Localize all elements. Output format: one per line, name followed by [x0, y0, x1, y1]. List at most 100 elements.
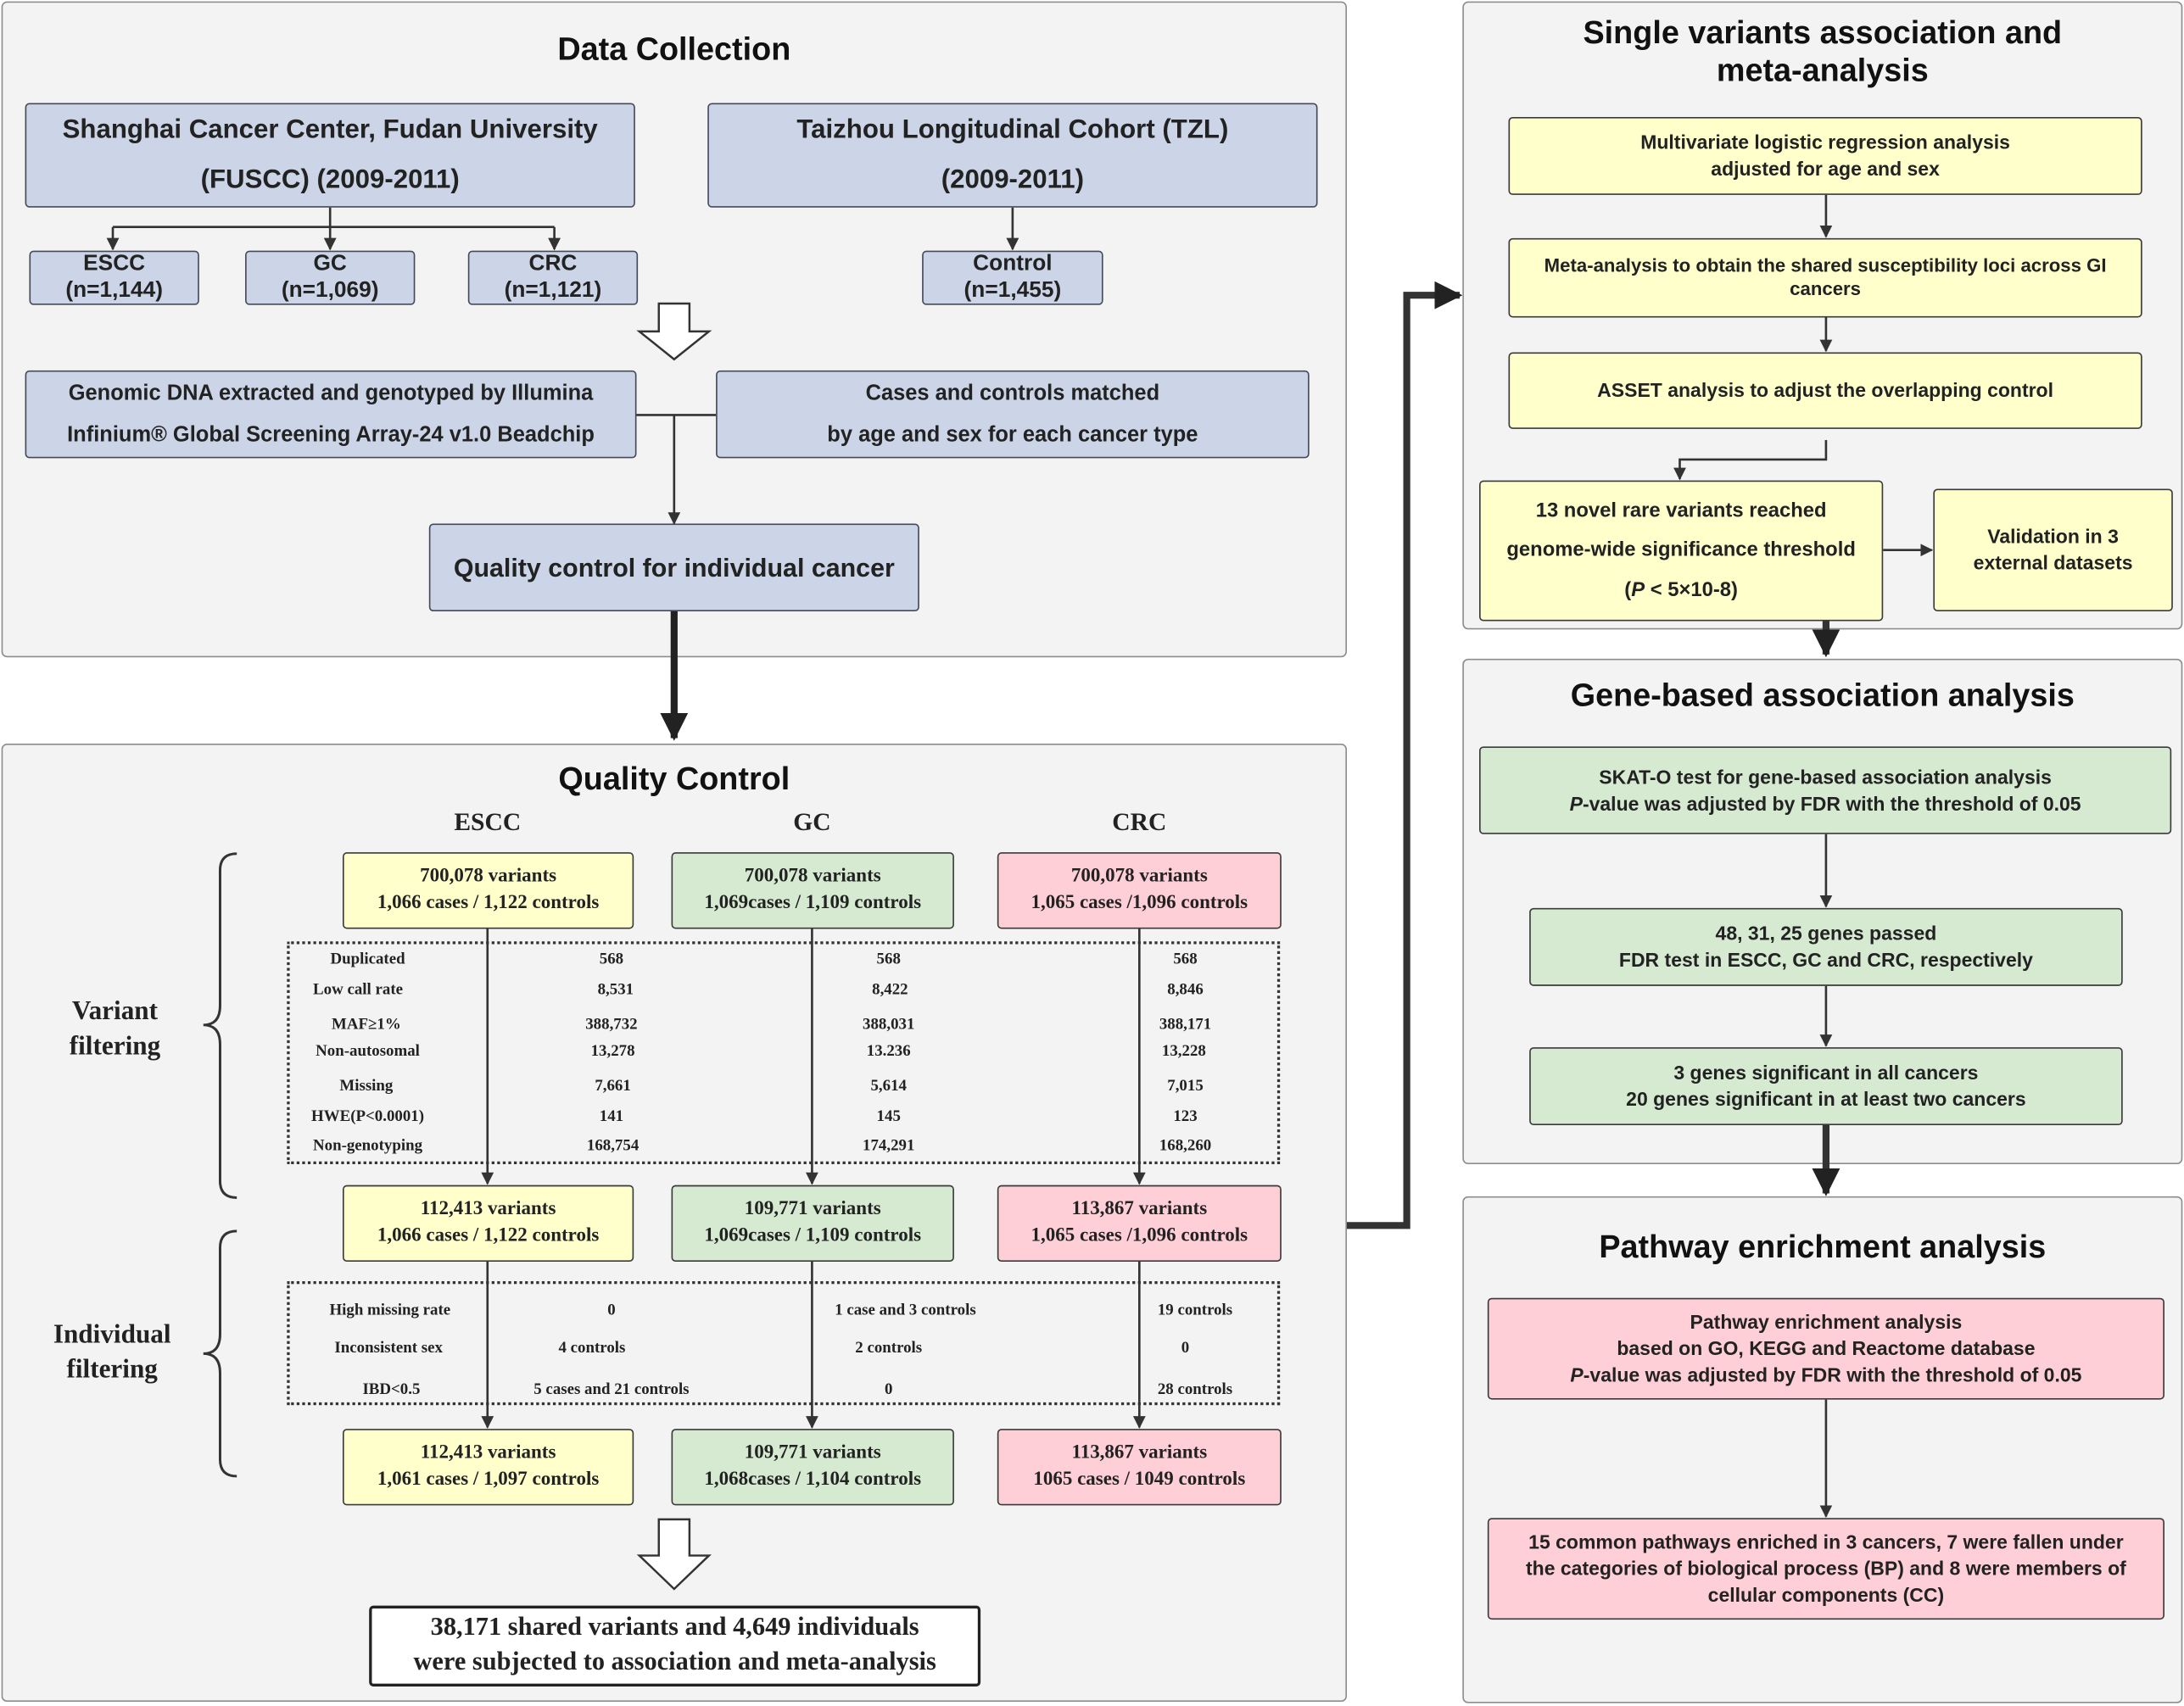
- summary-line2: were subjected to association and meta-a…: [413, 1648, 936, 1677]
- gc-name: GC: [313, 252, 347, 276]
- vf-value: 13,228: [1161, 1043, 1206, 1060]
- vf-value: 568: [876, 951, 901, 968]
- crc-start-variants: 700,078 variants: [1070, 865, 1208, 887]
- column-header-escc: ESCC: [454, 807, 522, 836]
- tzl-line1: Taizhou Longitudinal Cohort (TZL): [796, 115, 1229, 146]
- skat-line2: P-value was adjusted by FDR with the thr…: [1570, 790, 2081, 817]
- vf-label: HWE(P<0.0001): [311, 1108, 425, 1126]
- vf-value: 568: [1173, 951, 1198, 968]
- crc-middle-box: 113,867 variants 1,065 cases /1,096 cont…: [997, 1185, 1282, 1263]
- vf-value: 174,291: [863, 1137, 915, 1155]
- novel-line2: genome-wide significance threshold: [1506, 539, 1856, 562]
- individual-filtering-brace: [203, 1229, 237, 1478]
- vf-value: 7,015: [1167, 1078, 1204, 1095]
- crc-middle-variants: 113,867 variants: [1071, 1198, 1208, 1220]
- gc-sample-box: GC (n=1,069): [245, 250, 416, 305]
- gc-middle-samples: 1,069cases / 1,109 controls: [704, 1224, 922, 1246]
- p-symbol: P: [1569, 791, 1583, 814]
- gc-start-samples: 1,069cases / 1,109 controls: [704, 891, 922, 913]
- vf-value: 388,732: [585, 1016, 638, 1034]
- escc-middle-box: 112,413 variants 1,066 cases / 1,122 con…: [342, 1185, 634, 1263]
- genotyping-line2: Infinium® Global Screening Array-24 v1.0…: [67, 422, 595, 447]
- vf-value: 123: [1173, 1108, 1198, 1126]
- vf-value: 13.236: [866, 1043, 911, 1060]
- vf-value: 8,422: [872, 981, 908, 999]
- hollow-arrow-down: [636, 1518, 712, 1591]
- gc-middle-variants: 109,771 variants: [744, 1198, 881, 1220]
- novel-line1: 13 novel rare variants reached: [1535, 499, 1827, 523]
- crc-final-variants: 113,867 variants: [1071, 1441, 1208, 1463]
- escc-final-samples: 1,061 cases / 1,097 controls: [377, 1468, 600, 1490]
- vf-value: 145: [876, 1108, 901, 1126]
- if-label: IBD<0.5: [362, 1381, 421, 1398]
- novel-line3: (P < 5×10-8): [1624, 578, 1739, 601]
- meta-line1: Meta-analysis to obtain the shared susce…: [1544, 255, 2107, 276]
- tzl-box: Taizhou Longitudinal Cohort (TZL) (2009-…: [707, 103, 1318, 208]
- gc-final-variants: 109,771 variants: [744, 1441, 881, 1463]
- vf-value: 8,846: [1167, 981, 1204, 999]
- crc-middle-samples: 1,065 cases /1,096 controls: [1031, 1224, 1248, 1246]
- validation-line1: Validation in 3: [1987, 525, 2119, 548]
- quality-control-title: Quality Control: [558, 760, 790, 797]
- escc-start-box: 700,078 variants 1,066 cases / 1,122 con…: [342, 852, 634, 929]
- vf-value: 168,754: [586, 1137, 640, 1155]
- variant-filtering-line1: Variant: [71, 996, 159, 1027]
- meta-line2: cancers: [1790, 277, 1862, 299]
- gc-middle-box: 109,771 variants 1,069cases / 1,109 cont…: [671, 1185, 954, 1263]
- column-header-crc: CRC: [1112, 807, 1167, 836]
- data-collection-title: Data Collection: [557, 31, 791, 67]
- escc-middle-samples: 1,066 cases / 1,122 controls: [377, 1224, 600, 1246]
- skat-threshold: -value was adjusted by FDR with the thre…: [1582, 791, 2081, 814]
- enrich-line3: P-value was adjusted by FDR with the thr…: [1570, 1362, 2081, 1388]
- crc-sample-box: CRC (n=1,121): [467, 250, 639, 305]
- novel-threshold: < 5×10-8): [1645, 578, 1739, 601]
- if-value: 0: [885, 1381, 893, 1398]
- genes-passed-box: 48, 31, 25 genes passed FDR test in ESCC…: [1529, 907, 2123, 986]
- vf-label: MAF≥1%: [332, 1016, 401, 1034]
- novel-variants-box: 13 novel rare variants reached genome-wi…: [1479, 480, 1884, 622]
- common-line3: cellular components (CC): [1707, 1583, 1945, 1606]
- matching-line2: by age and sex for each cancer type: [827, 422, 1198, 447]
- vf-value: 388,031: [863, 1016, 915, 1034]
- fuscc-box: Shanghai Cancer Center, Fudan University…: [25, 103, 635, 208]
- escc-middle-variants: 112,413 variants: [420, 1198, 556, 1220]
- vf-label: Low call rate: [313, 981, 404, 999]
- variant-filtering-brace: [203, 852, 237, 1199]
- common-pathways-box: 15 common pathways enriched in 3 cancers…: [1487, 1518, 2164, 1620]
- column-header-gc: GC: [793, 807, 831, 836]
- pathway-title: Pathway enrichment analysis: [1599, 1228, 2047, 1265]
- vf-value: 141: [599, 1108, 624, 1126]
- matching-line1: Cases and controls matched: [865, 382, 1160, 406]
- control-name: Control: [973, 252, 1053, 276]
- if-label: High missing rate: [329, 1302, 451, 1319]
- vf-label: Non-genotyping: [312, 1137, 423, 1155]
- summary-line1: 38,171 shared variants and 4,649 individ…: [430, 1614, 919, 1642]
- single-variants-title-line1: Single variants association and: [1583, 14, 2063, 51]
- genes-passed-line2: FDR test in ESCC, GC and CRC, respective…: [1618, 948, 2033, 971]
- escc-name: ESCC: [83, 252, 146, 276]
- enrich-threshold: -value was adjusted by FDR with the thre…: [1583, 1363, 2082, 1386]
- logistic-line1: Multivariate logistic regression analysi…: [1640, 131, 2010, 153]
- enrich-line1: Pathway enrichment analysis: [1690, 1310, 1963, 1334]
- asset-analysis-box: ASSET analysis to adjust the overlapping…: [1508, 352, 2142, 429]
- variant-filtering-label: Variant filtering: [28, 995, 202, 1064]
- escc-start-samples: 1,066 cases / 1,122 controls: [377, 891, 600, 913]
- hollow-arrow-down: [636, 302, 712, 361]
- crc-start-samples: 1,065 cases /1,096 controls: [1031, 891, 1248, 913]
- escc-start-variants: 700,078 variants: [420, 865, 557, 887]
- vf-value: 168,260: [1159, 1137, 1212, 1155]
- variant-filter-table: [287, 941, 1281, 1165]
- skat-o-box: SKAT-O test for gene-based association a…: [1479, 746, 2172, 834]
- significant-line1: 3 genes significant in all cancers: [1673, 1061, 1979, 1084]
- control-sample-box: Control (n=1,455): [922, 250, 1103, 305]
- if-value: 0: [607, 1302, 616, 1319]
- single-variants-title-line2: meta-analysis: [1716, 51, 1929, 88]
- individual-filtering-label: Individual filtering: [25, 1319, 199, 1387]
- if-value: 0: [1181, 1339, 1190, 1357]
- vf-value: 7,661: [595, 1078, 631, 1095]
- skat-line1: SKAT-O test for gene-based association a…: [1599, 765, 2052, 788]
- vf-value: 388,171: [1159, 1016, 1212, 1034]
- if-value: 28 controls: [1157, 1381, 1233, 1398]
- single-variants-title: Single variants association and meta-ana…: [1462, 14, 2182, 88]
